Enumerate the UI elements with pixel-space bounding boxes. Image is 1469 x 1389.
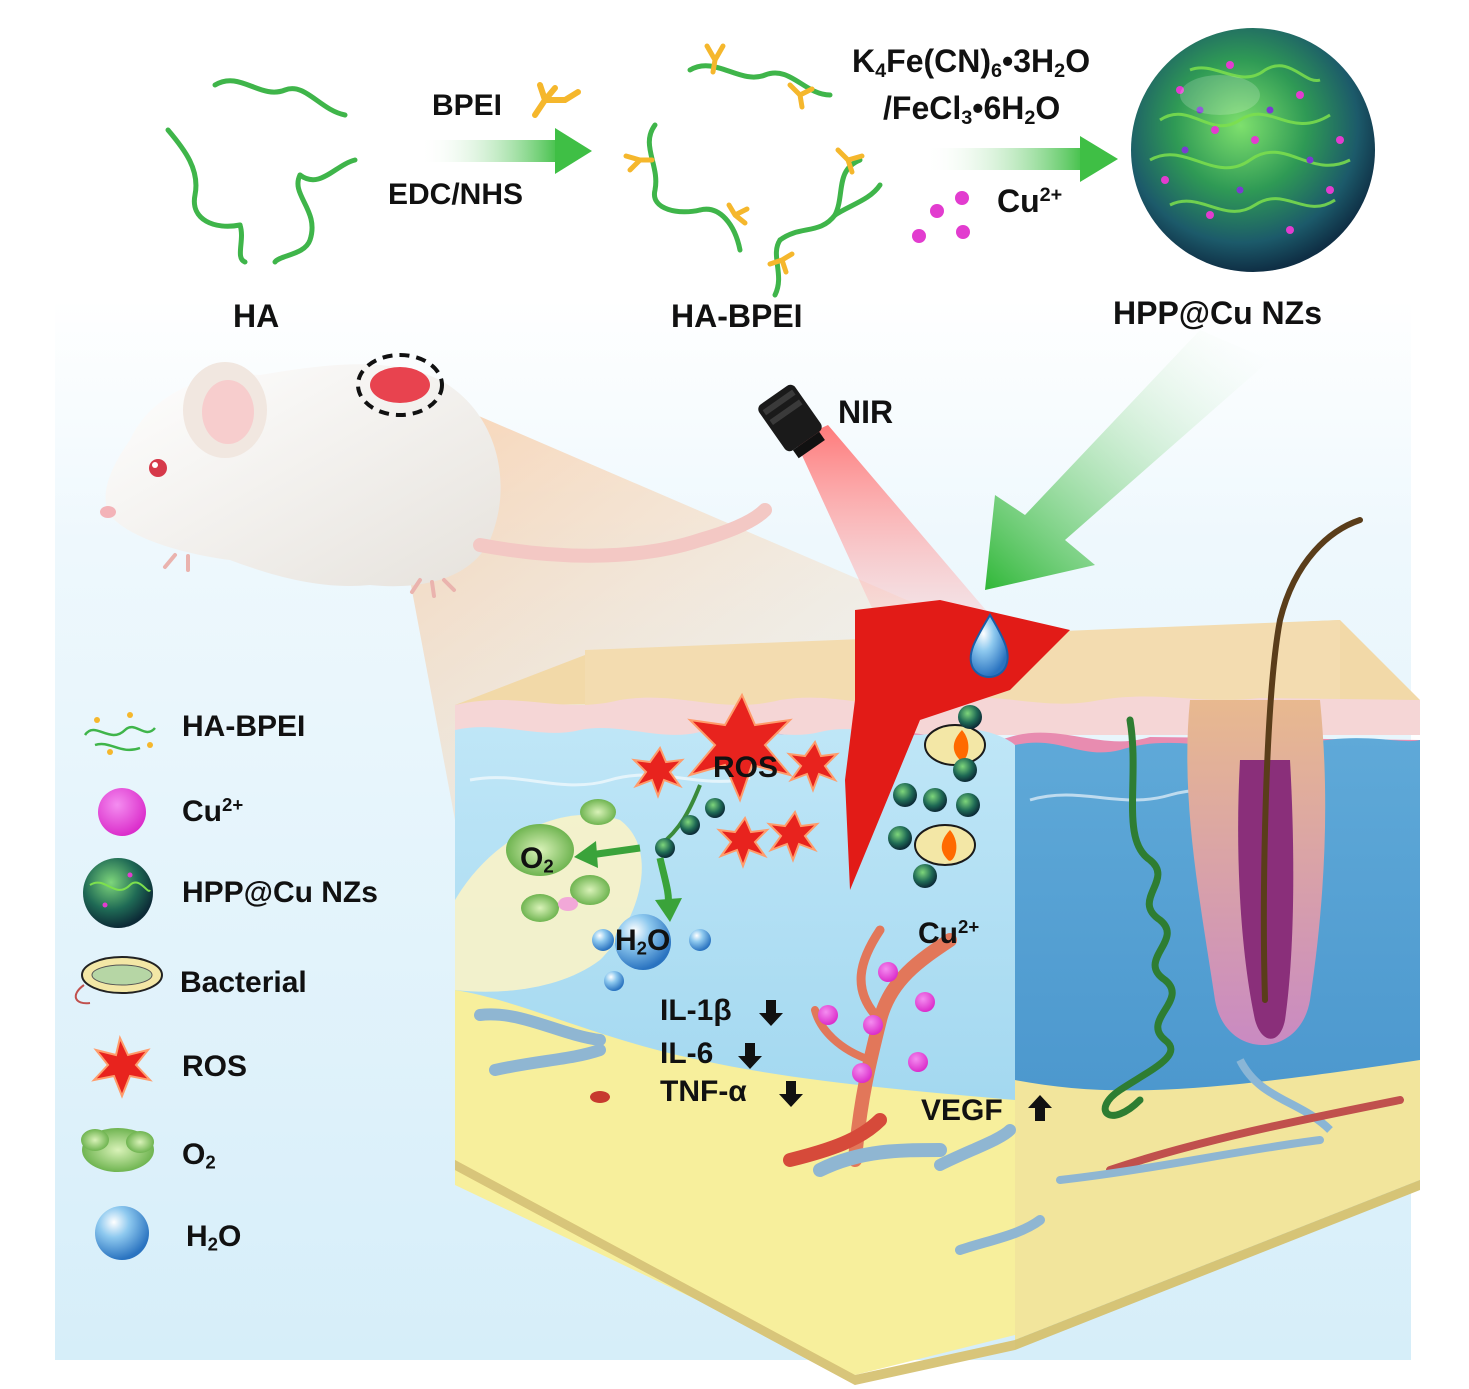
legend-h2o-icon (95, 1206, 149, 1260)
sweat-gland (1101, 716, 1176, 1119)
legend-label-bacterial: Bacterial (180, 966, 307, 999)
scene-cu-ions (818, 962, 935, 1083)
nanozymes-attacking-bacteria (888, 705, 986, 888)
legend-bacterial-icon (74, 956, 163, 1005)
cytokine-down-arrows (738, 1000, 803, 1107)
legend-label-ha-bpei: HA-BPEI (182, 710, 306, 743)
ros-burst-cluster (631, 692, 840, 869)
mouse-illustration (100, 362, 772, 598)
legend-label-ros: ROS (182, 1050, 248, 1083)
legend-ros-icon (91, 1034, 153, 1099)
red-blood-cell (590, 1091, 610, 1103)
label-scene-o2: O2 (520, 842, 554, 877)
reagent-reaction-arrow (925, 136, 1118, 182)
delivery-arrow (985, 330, 1270, 590)
label-ha: HA (233, 298, 280, 334)
nir-heating-zone (845, 600, 1070, 890)
bpei-icon (532, 82, 581, 118)
legend-label-cu: Cu2+ (182, 794, 244, 829)
label-reagent-ferric-chloride: /FeCl3•6H2O (883, 90, 1061, 129)
legend-ha-bpei-icon (83, 712, 156, 755)
nir-laser-device (758, 384, 990, 630)
legend-label-nzs: HPP@Cu NZs (182, 876, 378, 909)
label-il-6: IL-6 (660, 1037, 714, 1070)
wound-site-marker (356, 353, 444, 417)
hpp-cu-nzs-sphere-icon (1131, 28, 1375, 272)
label-nir: NIR (838, 394, 894, 430)
label-scene-ros: ROS (713, 751, 779, 784)
label-ha-bpei: HA-BPEI (671, 298, 803, 334)
label-edc-nhs: EDC/NHS (388, 178, 524, 211)
vegf-up-arrow (1028, 1095, 1052, 1121)
label-bpei: BPEI (432, 89, 503, 122)
ha-polymer-icon (165, 78, 358, 265)
ha-bpei-polymer-icon (623, 43, 883, 298)
edc-nhs-reaction-arrow (420, 128, 592, 174)
legend-o2-icon (81, 1128, 154, 1172)
label-vegf: VEGF (921, 1094, 1003, 1127)
hair-follicle (1187, 517, 1363, 1133)
label-scene-cu: Cu2+ (918, 916, 980, 951)
water-droplet-icon (969, 613, 1009, 678)
label-product-hpp-cu-nzs: HPP@Cu NZs (1113, 295, 1322, 331)
blood-vessels (474, 925, 1404, 1255)
nanozyme-chain (574, 784, 725, 922)
label-synthesis-cu: Cu2+ (997, 183, 1063, 219)
label-il-1b: IL-1β (660, 994, 732, 1027)
label-reagent-ferrocyanide: K4Fe(CN)6•3H2O (852, 43, 1091, 82)
legend-cu-icon (98, 788, 146, 836)
label-tnf-a: TNF-α (660, 1075, 747, 1108)
legend-label-o2: O2 (182, 1138, 216, 1173)
legend-label-h2o: H2O (186, 1220, 242, 1255)
cu-ion-dots (912, 191, 970, 243)
water-molecules (592, 914, 711, 991)
label-scene-h2o: H2O (615, 924, 671, 959)
legend-nzs-icon (83, 858, 153, 928)
oxygen-clouds (506, 799, 616, 922)
